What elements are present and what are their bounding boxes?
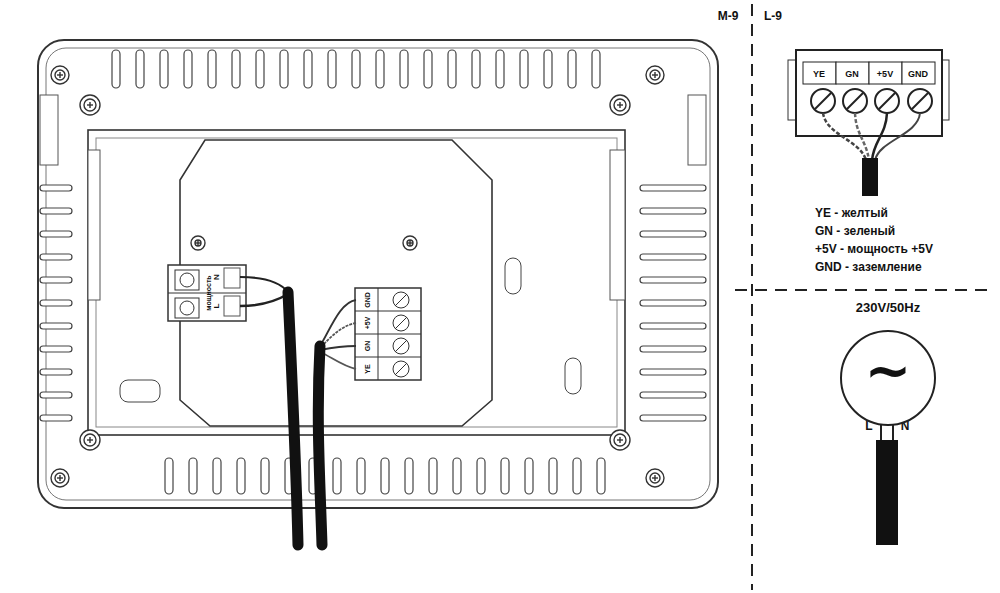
label-text: +5V (364, 317, 371, 330)
label-text: GND (908, 70, 928, 79)
label-text: GN (845, 70, 859, 79)
label-text: мощность (205, 275, 212, 310)
label-text: GN - зеленый (815, 225, 895, 237)
ac-symbol-circle: ~ (840, 330, 936, 426)
label-text: +5V (877, 70, 893, 79)
label-text: YE (813, 70, 825, 79)
label-text: GN (364, 341, 371, 352)
label-text: L-9 (764, 10, 782, 22)
label-text: YE (364, 364, 371, 373)
label-text: L (213, 304, 221, 309)
voltage-heading: 230V/50Hz (828, 300, 948, 316)
label-text: GND - заземление (815, 261, 922, 273)
label-text: +5V - мощность +5V (815, 243, 933, 255)
power-source: 230V/50Hz ~ (828, 300, 948, 426)
label-text: GND (364, 292, 371, 308)
label-text: M-9 (718, 10, 739, 22)
label-text: N (213, 274, 221, 280)
label-text: YE - желтый (815, 207, 888, 219)
ac-symbol: ~ (842, 332, 934, 408)
